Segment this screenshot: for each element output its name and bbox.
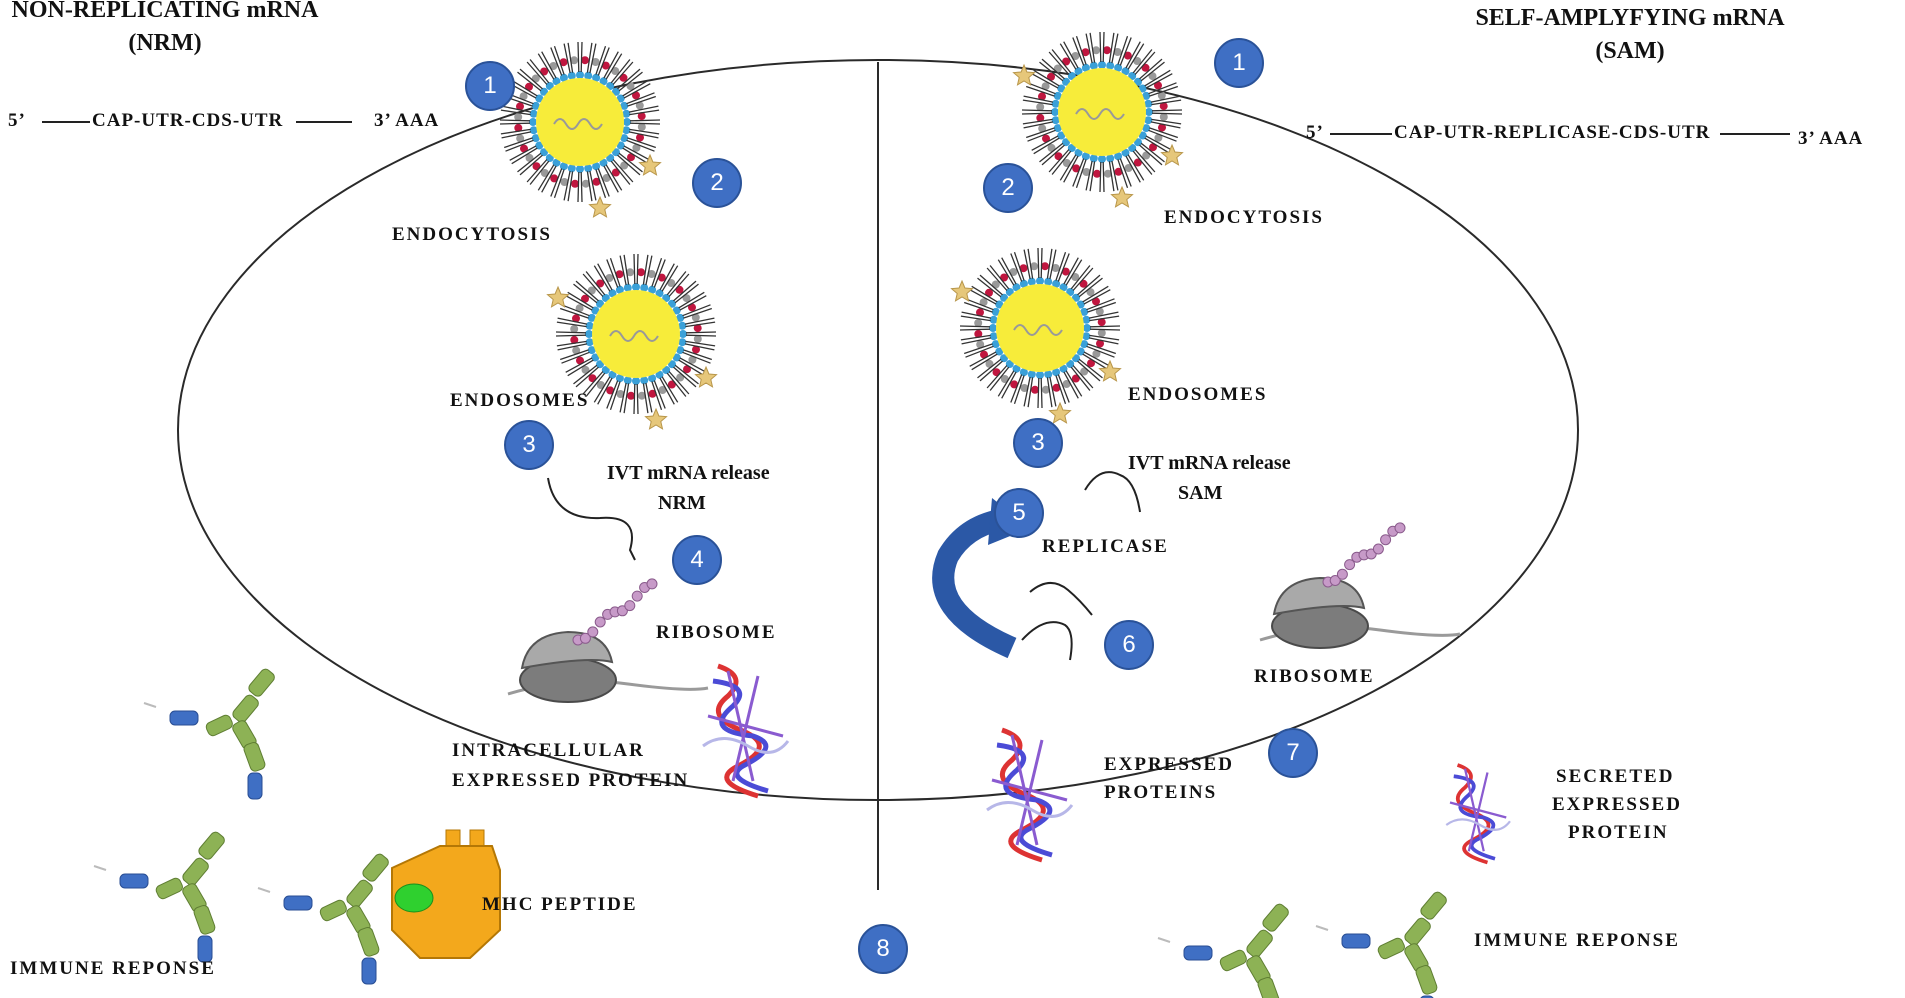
left-ivt-nrm-label: NRM xyxy=(658,492,706,514)
mhc-peptide-label: MHC PEPTIDE xyxy=(482,894,638,915)
step-3-right-badge: 3 xyxy=(1013,418,1063,468)
circular-arrow-icon xyxy=(932,509,1017,659)
right-title-line2: (SAM) xyxy=(1595,38,1665,64)
right-ribosome-label: RIBOSOME xyxy=(1254,666,1375,687)
peptide-bead xyxy=(1329,575,1341,586)
right-endocytosis-label: ENDOCYTOSIS xyxy=(1164,207,1324,228)
lipid-nanoparticle-icon xyxy=(497,39,663,205)
antigen-star-icon xyxy=(644,407,668,430)
step-1-left-badge: 1 xyxy=(465,61,515,111)
peptide-bead xyxy=(594,616,606,628)
peptide-bead xyxy=(1380,534,1392,546)
right-seq-5prime: 5’ xyxy=(1306,122,1324,143)
intracellular-label-line1: INTRACELLULAR xyxy=(452,740,645,761)
secreted-protein-line3: PROTEIN xyxy=(1568,822,1669,843)
left-endocytosis-label: ENDOCYTOSIS xyxy=(392,224,552,245)
peptide-bead xyxy=(579,632,591,644)
antigen-star-icon xyxy=(546,285,570,308)
right-title-line1: SELF-AMPLYFYING mRNA xyxy=(1475,5,1785,31)
antigen-star-icon xyxy=(1098,359,1122,382)
left-title: NON-REPLICATING mRNA (NRM) xyxy=(0,0,330,60)
expressed-proteins-line2: PROTEINS xyxy=(1104,782,1218,803)
left-endosomes-label: ENDOSOMES xyxy=(450,390,590,411)
step-8-badge: 8 xyxy=(858,924,908,974)
step-2-right-badge: 2 xyxy=(983,163,1033,213)
antigen-star-icon xyxy=(588,195,612,218)
secreted-protein-line1: SECRETED xyxy=(1556,766,1675,787)
antigen-star-icon xyxy=(1110,185,1134,208)
right-title: SELF-AMPLYFYING mRNA (SAM) xyxy=(1450,2,1810,68)
peptide-bead xyxy=(624,600,636,612)
secreted-protein-line2: EXPRESSED xyxy=(1552,794,1682,815)
antibody-icon xyxy=(1157,901,1292,998)
left-title-line2: (NRM) xyxy=(128,30,202,56)
left-seq-3prime: 3’ AAA xyxy=(374,110,440,131)
peptide-bead xyxy=(616,605,628,617)
left-seq-construct: CAP-UTR-CDS-UTR xyxy=(92,110,284,131)
step-2-left-badge: 2 xyxy=(692,158,742,208)
right-ivt-sam-label: SAM xyxy=(1178,482,1223,504)
antigen-star-icon xyxy=(1012,63,1036,86)
mrna-strand-sam xyxy=(1084,471,1141,513)
mrna-strand-nrm xyxy=(547,477,636,561)
left-seq-5prime: 5’ xyxy=(8,110,26,131)
peptide-bead xyxy=(646,578,658,590)
left-ribosome-label: RIBOSOME xyxy=(656,622,777,643)
peptide-bead xyxy=(1372,543,1384,555)
lipid-nanoparticle-icon xyxy=(957,245,1123,411)
right-seq-construct: CAP-UTR-REPLICASE-CDS-UTR xyxy=(1394,122,1711,143)
step-1-right-badge: 1 xyxy=(1214,38,1264,88)
lipid-nanoparticle-icon xyxy=(1019,29,1185,195)
antibody-icon xyxy=(257,851,392,985)
right-endosomes-label: ENDOSOMES xyxy=(1128,384,1268,405)
step-4-badge: 4 xyxy=(672,535,722,585)
peptide-bead xyxy=(1344,559,1356,571)
step-7-badge: 7 xyxy=(1268,728,1318,778)
right-ivt-label: IVT mRNA release xyxy=(1128,452,1291,474)
step-3-left-badge: 3 xyxy=(504,420,554,470)
left-immune-response-label: IMMUNE REPONSE xyxy=(10,958,216,979)
step-6-badge: 6 xyxy=(1104,620,1154,670)
antigen-star-icon xyxy=(950,279,974,302)
antigen-star-icon xyxy=(1160,143,1184,166)
antibody-icon xyxy=(143,666,278,800)
replicase-label: REPLICASE xyxy=(1042,536,1169,557)
antigen-star-icon xyxy=(1048,401,1072,424)
mhc-molecule-icon xyxy=(391,829,501,959)
protein-ribbon-icon xyxy=(703,666,788,796)
protein-ribbon-icon xyxy=(1444,763,1512,865)
right-immune-response-label: IMMUNE REPONSE xyxy=(1474,930,1680,951)
antigen-star-icon xyxy=(638,153,662,176)
peptide-bead xyxy=(1394,522,1406,534)
antigen-star-icon xyxy=(694,365,718,388)
ribosome-icon xyxy=(1258,576,1462,650)
peptide-bead xyxy=(631,590,643,602)
right-seq-3prime: 3’ AAA xyxy=(1798,128,1864,149)
left-title-line1: NON-REPLICATING mRNA xyxy=(11,0,319,23)
peptide-bead xyxy=(1336,568,1348,580)
antibody-icon xyxy=(1315,889,1450,998)
antibody-icon xyxy=(93,829,228,963)
left-ivt-label: IVT mRNA release xyxy=(607,462,770,484)
expressed-proteins-line1: EXPRESSED xyxy=(1104,754,1234,775)
step-5-badge: 5 xyxy=(994,488,1044,538)
intracellular-label-line2: EXPRESSED PROTEIN xyxy=(452,770,690,791)
peptide-bead xyxy=(587,626,599,638)
